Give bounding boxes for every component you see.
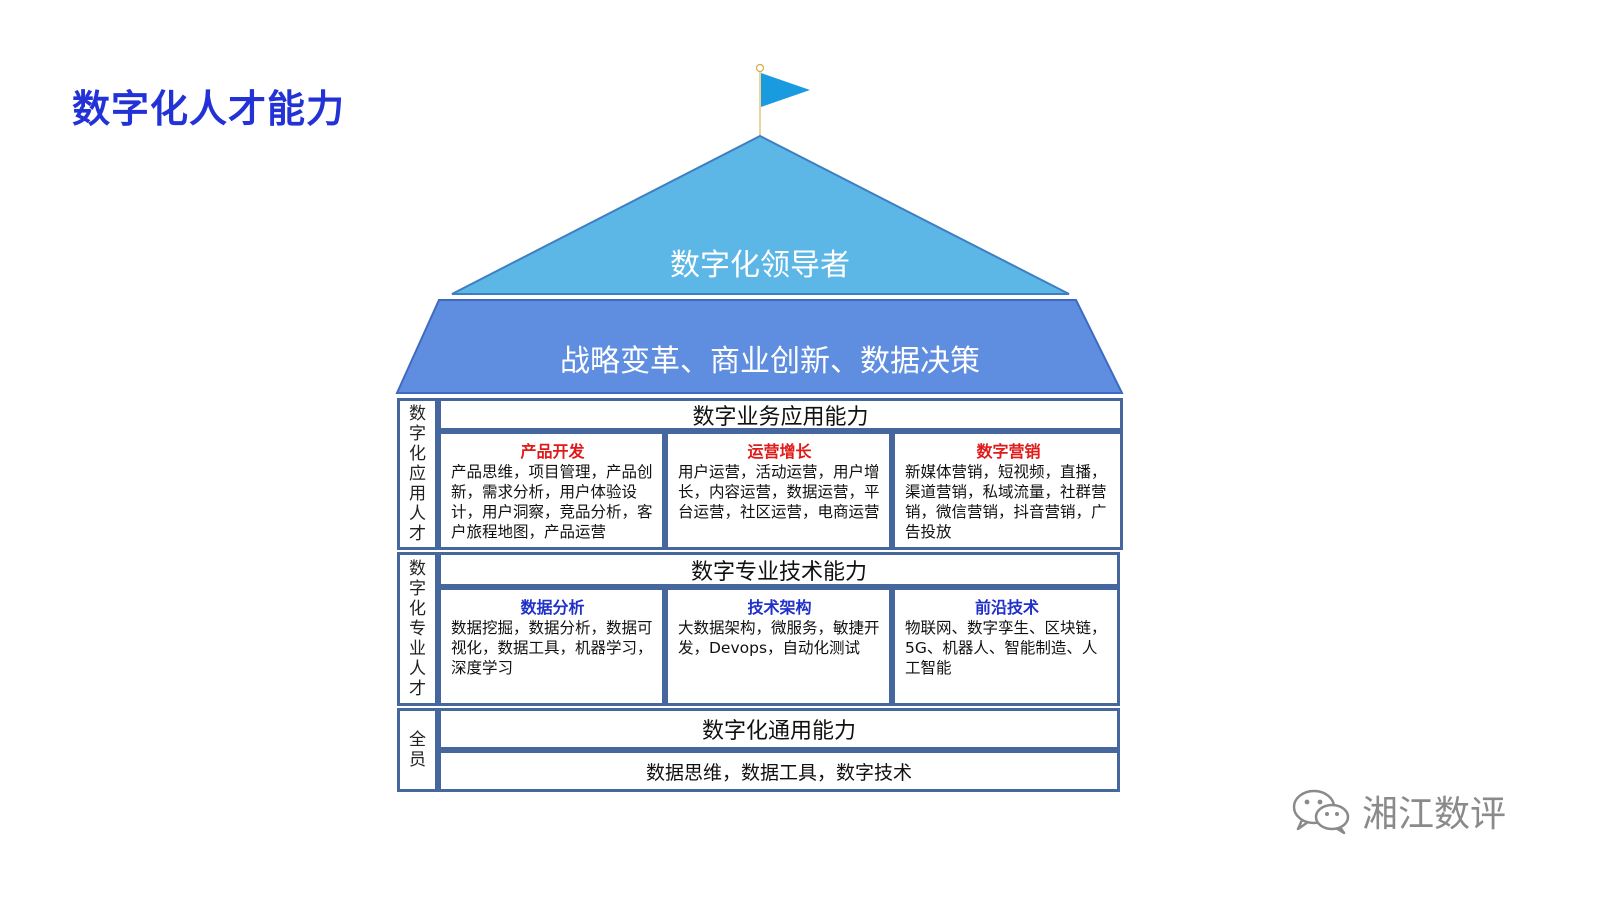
side-char: 字: [409, 579, 426, 599]
side-char: 应: [409, 464, 426, 484]
side-char: 用: [409, 484, 426, 504]
side-char: 数: [409, 559, 426, 579]
application-side-label: 数 字 化 应 用 人 才: [397, 398, 438, 550]
wechat-icon: [1292, 789, 1350, 835]
general-side-label: 全 员: [397, 708, 438, 792]
side-char: 业: [409, 639, 426, 659]
frontier-tech-cell: 前沿技术 物联网、数字孪生、区块链，5G、机器人、智能制造、人工智能: [892, 587, 1120, 706]
side-char: 才: [409, 524, 426, 544]
flag-icon: [761, 73, 810, 107]
side-char: 人: [409, 659, 426, 679]
leader-roof: [451, 134, 1070, 295]
product-development-cell: 产品开发 产品思维，项目管理，产品创新，需求分析，用户体验设计，用户洞察，竞品分…: [438, 431, 665, 550]
cell-title: 前沿技术: [974, 598, 1039, 617]
tech-architecture-cell: 技术架构 大数据架构，微服务，敏捷开发，Devops，自动化测试: [665, 587, 892, 706]
cell-body: 新媒体营销，短视频，直播，渠道营销，私域流量，社群营销，微信营销，抖音营销，广告…: [905, 463, 1107, 541]
strategy-label: 战略变革、商业创新、数据决策: [560, 344, 980, 379]
cell-title: 产品开发: [520, 442, 585, 461]
cell-title: 技术架构: [747, 598, 812, 617]
cell-body: 物联网、数字孪生、区块链，5G、机器人、智能制造、人工智能: [905, 619, 1107, 677]
cell-body: 数据挖掘，数据分析，数据可视化，数据工具，机器学习，深度学习: [451, 619, 653, 677]
side-char: 人: [409, 504, 426, 524]
watermark-text: 湘江数评: [1362, 794, 1507, 835]
strategy-band: [395, 299, 1124, 394]
professional-header: 数字专业技术能力: [438, 552, 1120, 587]
side-char: 化: [409, 444, 426, 464]
cell-body: 产品思维，项目管理，产品创新，需求分析，用户体验设计，用户洞察，竞品分析，客户旅…: [451, 463, 653, 541]
page-title: 数字化人才能力: [72, 87, 346, 131]
operations-growth-cell: 运营增长 用户运营，活动运营，用户增长，内容运营，数据运营，平台运营，社区运营，…: [665, 431, 892, 550]
side-char: 数: [409, 404, 426, 424]
side-char: 字: [409, 424, 426, 444]
side-char: 才: [409, 679, 426, 699]
side-char: 员: [409, 750, 426, 770]
leader-label: 数字化领导者: [670, 248, 850, 283]
side-char: 化: [409, 599, 426, 619]
cell-title: 数据分析: [520, 598, 585, 617]
cell-title: 运营增长: [747, 442, 812, 461]
watermark: 湘江数评: [1290, 786, 1506, 836]
side-char: 全: [409, 730, 426, 750]
side-char: 专: [409, 619, 426, 639]
application-header: 数字业务应用能力: [438, 398, 1123, 431]
flag-pole-top: [755, 63, 765, 73]
digital-marketing-cell: 数字营销 新媒体营销，短视频，直播，渠道营销，私域流量，社群营销，微信营销，抖音…: [892, 431, 1123, 550]
cell-body: 用户运营，活动运营，用户增长，内容运营，数据运营，平台运营，社区运营，电商运营: [678, 463, 880, 521]
general-content: 数据思维，数据工具，数字技术: [438, 750, 1120, 792]
data-analysis-cell: 数据分析 数据挖掘，数据分析，数据可视化，数据工具，机器学习，深度学习: [438, 587, 665, 706]
cell-title: 数字营销: [976, 442, 1041, 461]
cell-body: 大数据架构，微服务，敏捷开发，Devops，自动化测试: [678, 619, 880, 657]
general-header: 数字化通用能力: [438, 708, 1120, 750]
professional-side-label: 数 字 化 专 业 人 才: [397, 552, 438, 706]
